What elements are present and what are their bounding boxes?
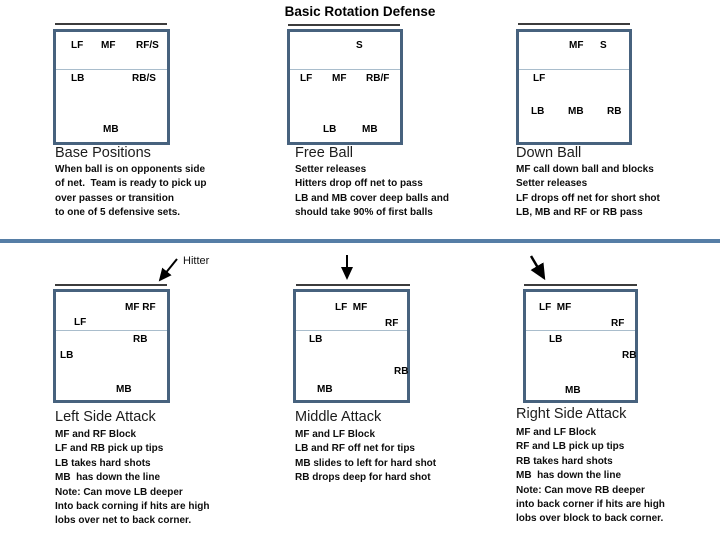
description-line: Note: Can move RB deeper: [516, 484, 645, 496]
description-left-attack: MF and RF Block LF and RB pick up tips L…: [55, 428, 209, 529]
hitter-arrow-right-icon: [529, 255, 546, 281]
description-line: lobs over block to back corner.: [516, 513, 664, 525]
court-free-ball: S LF MF RB/F LB MB: [287, 29, 403, 145]
player-label-lf-mf: LF MF: [335, 302, 368, 313]
description-line: MF and LF Block: [516, 427, 596, 438]
player-label-rbf: RB/F: [366, 73, 390, 84]
player-label-mf: MF: [332, 73, 347, 84]
section-heading-down: Down Ball: [516, 145, 582, 161]
player-label-rfs: RF/S: [136, 40, 159, 51]
net-line: [55, 23, 167, 25]
court-base-positions: LF MF RF/S LB RB/S MB: [53, 29, 170, 145]
net-line: [296, 284, 410, 286]
court-middle-attack: LF MF RF LB RB MB: [293, 289, 410, 403]
description-line: MB has down the line: [516, 470, 622, 482]
description-right-attack: MF and LF Block RF and LB pick up tips R…: [516, 426, 665, 527]
player-label-mb: MB: [568, 106, 584, 117]
section-divider: [0, 239, 720, 243]
player-label-lb: LB: [549, 334, 563, 345]
player-label-mb: MB: [317, 384, 333, 395]
player-label-rbs: RB/S: [132, 73, 156, 84]
player-label-s: S: [600, 40, 607, 51]
description-line: LB, MB and RF or RB pass: [516, 207, 643, 219]
description-line: LF drops off net for short shot: [516, 192, 660, 204]
net-line: [524, 284, 637, 286]
description-line: MF and RF Block: [55, 429, 137, 440]
section-heading-middle-attack: Middle Attack: [295, 409, 382, 425]
player-label-rf: RF: [611, 318, 625, 329]
player-label-mb: MB: [565, 385, 581, 396]
player-label-lb: LB: [71, 73, 85, 84]
player-label-lb: LB: [531, 106, 545, 117]
description-free: Setter releases Hitters drop off net to …: [295, 163, 449, 221]
attack-line: [290, 69, 400, 70]
description-down: MF call down ball and blocks Setter rele…: [516, 163, 660, 221]
player-label-mb: MB: [103, 124, 119, 135]
court-right-side-attack: LF MF RF LB RB MB: [523, 289, 638, 403]
player-label-lb: LB: [60, 350, 74, 361]
net-line: [55, 284, 167, 286]
attack-line: [56, 330, 167, 331]
section-heading-free: Free Ball: [295, 145, 354, 161]
description-line: RB drops deep for hard shot: [295, 472, 431, 484]
player-label-mf: MF: [101, 40, 116, 51]
description-line: MF and LF Block: [295, 429, 375, 440]
player-label-lb: LB: [309, 334, 323, 345]
court-down-ball: MF S LF LB MB RB: [516, 29, 632, 145]
hitter-arrow-left-icon: [158, 258, 178, 282]
attack-line: [296, 330, 407, 331]
description-line: Hitters drop off net to pass: [295, 178, 423, 190]
description-line: LF and RB pick up tips: [55, 443, 164, 455]
attack-line: [56, 69, 167, 70]
player-label-mb: MB: [116, 384, 132, 395]
player-label-lb: LB: [323, 124, 337, 135]
attack-line: [519, 69, 629, 70]
net-line: [518, 23, 630, 25]
section-heading-left-attack: Left Side Attack: [55, 409, 156, 425]
description-line: should take 90% of first balls: [295, 207, 433, 219]
net-line: [288, 24, 400, 26]
description-line: lobs over net to back corner.: [55, 515, 192, 527]
player-label-mf: MF: [569, 40, 584, 51]
description-line: RB takes hard shots: [516, 455, 613, 467]
hitter-arrows: [158, 255, 546, 282]
section-heading-right-attack: Right Side Attack: [516, 406, 627, 422]
description-line: MB has down the line: [55, 472, 161, 484]
description-middle-attack: MF and LF Block LB and RF off net for ti…: [295, 428, 436, 486]
player-label-rb: RB: [622, 350, 637, 361]
description-line: Setter releases: [516, 178, 588, 190]
attack-line: [526, 330, 635, 331]
player-label-lf-mf: LF MF: [539, 302, 572, 313]
page-title: Basic Rotation Defense: [284, 4, 436, 19]
player-label-lf: LF: [74, 317, 87, 328]
description-line: LB takes hard shots: [55, 457, 151, 469]
player-label-lf: LF: [71, 40, 84, 51]
description-line: Setter releases: [295, 164, 367, 175]
description-line: MF call down ball and blocks: [516, 164, 654, 175]
description-line: LB and MB cover deep balls and: [295, 192, 449, 204]
description-line: to one of 5 defensive sets.: [55, 207, 181, 219]
player-label-s: S: [356, 40, 363, 51]
description-line: RF and LB pick up tips: [516, 441, 625, 453]
player-label-rb: RB: [394, 366, 409, 377]
description-line: LB and RF off net for tips: [295, 443, 415, 455]
description-line: Note: Can move LB deeper: [55, 486, 183, 498]
description-line: into back corner if hits are high: [516, 499, 665, 511]
player-label-rf: RF: [385, 318, 399, 329]
player-label-mb: MB: [362, 124, 378, 135]
description-line: Into back corning if hits are high: [55, 501, 210, 513]
description-line: When ball is on opponents side: [55, 164, 206, 175]
player-label-lf: LF: [300, 73, 313, 84]
description-line: of net. Team is ready to pick up: [55, 178, 207, 190]
court-left-side-attack: MF RF LF RB LB MB: [53, 289, 170, 403]
player-label-lf: LF: [533, 73, 546, 84]
hitter-label: Hitter: [183, 255, 210, 267]
description-base: When ball is on opponents side of net. T…: [55, 163, 207, 221]
section-heading-base: Base Positions: [55, 145, 151, 161]
player-label-mf-rf: MF RF: [125, 302, 156, 313]
description-line: over passes or transition: [55, 192, 174, 204]
player-label-rb: RB: [607, 106, 622, 117]
description-line: MB slides to left for hard shot: [295, 457, 437, 469]
player-label-rb: RB: [133, 334, 148, 345]
